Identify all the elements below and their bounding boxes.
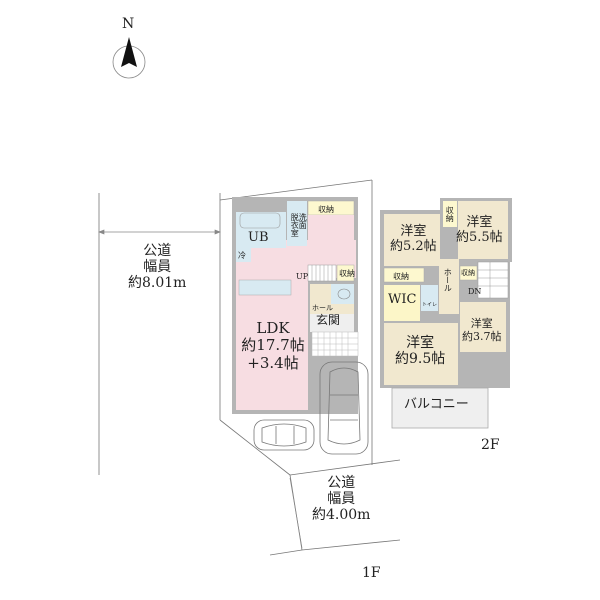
compass-label: N: [122, 16, 135, 32]
stairs-dn-label: DN: [468, 287, 482, 296]
room-9-5-size: 約9.5帖: [395, 351, 446, 368]
toilet-icon: [337, 288, 351, 300]
road-south-line2: 幅員: [327, 491, 356, 508]
ldk-size: 約17.7帖: [241, 336, 305, 355]
senmen-label: 洗面: [298, 213, 308, 229]
ldk-label: LDK 約17.7帖 +3.4帖: [238, 319, 308, 372]
kitchen-counter: [238, 279, 292, 296]
room-3-7-label: 洋室 約3.7帖: [462, 317, 502, 343]
storage-top-label: 収納: [318, 205, 334, 214]
room-3-7-name: 洋室: [470, 317, 493, 330]
road-west-line3: 約8.01m: [128, 275, 187, 292]
road-west-line1: 公道: [143, 243, 172, 259]
room-5-5-label: 洋室 約5.5帖: [456, 215, 503, 246]
room-9-5-name: 洋室: [406, 335, 435, 351]
road-west-line2: 幅員: [143, 259, 172, 276]
bathtub-icon: [239, 212, 281, 229]
fridge-label: 冷: [238, 251, 246, 260]
hall1-label: ホール: [312, 304, 333, 312]
parking-cars: [253, 361, 369, 455]
north-arrow-icon: [112, 37, 146, 79]
stairs-up-label: UP: [296, 272, 309, 281]
floor1-plan: [232, 197, 359, 414]
room-5-5-name: 洋室: [466, 215, 493, 230]
room-5-2-label: 洋室 約5.2帖: [390, 224, 437, 255]
hall2-label: ホール: [443, 268, 453, 292]
ub-label: UB: [248, 230, 269, 245]
storage2b-label: 収納: [445, 206, 455, 222]
storage2c-label: 収納: [461, 269, 475, 277]
ldk-name: LDK: [256, 319, 290, 337]
wic-label: WIC: [388, 292, 417, 307]
room-5-2-size: 約5.2帖: [390, 238, 437, 254]
floor2-plan: [380, 198, 512, 429]
porch-tiles: [311, 331, 359, 357]
road-south-line3: 約4.00m: [312, 507, 371, 524]
stairs-icon: [307, 264, 337, 282]
toilet2-label: トイレ: [422, 302, 438, 308]
floor1-label: 1F: [362, 565, 381, 581]
balcony-label: バルコニー: [404, 397, 469, 412]
ldk-extra: +3.4帖: [247, 353, 299, 372]
site-boundary: [98, 179, 401, 556]
room-9-5-label: 洋室 約9.5帖: [395, 335, 445, 367]
room-5-2-name: 洋室: [400, 224, 427, 239]
genkan-label: 玄関: [316, 313, 341, 327]
storage-stair-label: 収納: [339, 269, 355, 278]
storage2a-label: 収納: [393, 272, 409, 281]
room-5-5-size: 約5.5帖: [456, 229, 503, 245]
floor2-label: 2F: [481, 437, 500, 453]
unit-bath: [236, 212, 286, 248]
stairs-icon: [477, 261, 509, 299]
road-width-dimension-west: [98, 229, 221, 235]
road-south-line1: 公道: [327, 475, 356, 491]
room-3-7-size: 約3.7帖: [462, 329, 502, 343]
road-south-label: 公道 幅員 約4.00m: [312, 475, 370, 523]
datsuishitsu-label: 脱衣室: [290, 213, 300, 237]
road-west-label: 公道 幅員 約8.01m: [128, 243, 186, 291]
